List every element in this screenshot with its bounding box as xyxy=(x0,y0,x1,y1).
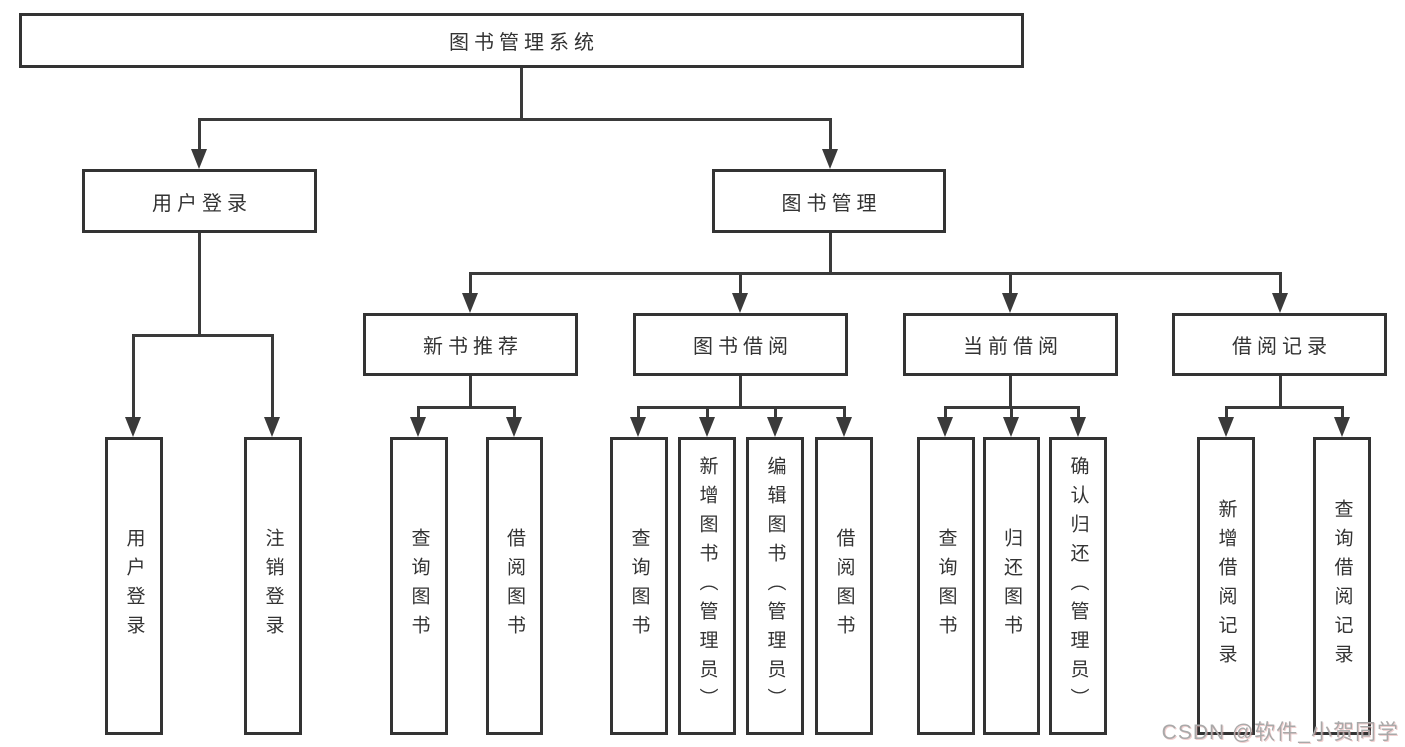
arrow-down-icon xyxy=(1334,417,1350,437)
arrow-down-icon xyxy=(1070,417,1086,437)
arrow-down-icon xyxy=(125,417,141,437)
node-label-leaf-query-borrow-record: 查询借阅记录 xyxy=(1331,499,1353,673)
arrow-stem-line xyxy=(270,335,274,419)
node-label-leaf-user-login: 用户登录 xyxy=(123,528,145,644)
node-label-current-borrowing: 当前借阅 xyxy=(963,336,1063,358)
arrow-down-icon xyxy=(699,417,715,437)
node-leaf-query-books-recommend: 查询图书 xyxy=(390,437,448,735)
arrow-down-icon xyxy=(937,417,953,437)
node-leaf-edit-books-admin: 编辑图书（管理员） xyxy=(746,437,804,735)
node-label-new-book-recommend: 新书推荐 xyxy=(423,336,523,358)
node-label-leaf-add-books-admin: 新增图书（管理员） xyxy=(696,455,718,717)
arrow-stem-line xyxy=(416,407,420,419)
arrow-stem-line xyxy=(1008,273,1012,295)
node-root: 图书管理系统 xyxy=(19,13,1024,68)
arrow-stem-line xyxy=(512,407,516,419)
node-label-book-borrowing: 图书借阅 xyxy=(693,336,793,358)
arrow-stem-line xyxy=(773,407,777,419)
connector-line xyxy=(468,271,1282,275)
node-label-leaf-return-books: 归还图书 xyxy=(1001,528,1022,644)
connector-line xyxy=(1008,376,1012,408)
arrow-down-icon xyxy=(630,417,646,437)
node-label-leaf-add-borrow-record: 新增借阅记录 xyxy=(1215,499,1237,673)
node-label-leaf-query-books-borrow: 查询图书 xyxy=(628,528,650,644)
node-new-book-recommend: 新书推荐 xyxy=(363,313,578,376)
arrow-down-icon xyxy=(191,149,207,169)
node-label-leaf-confirm-return-admin: 确认归还（管理员） xyxy=(1067,455,1089,717)
connector-line xyxy=(519,68,523,121)
csdn-watermark: CSDN @软件_小贺同学 xyxy=(1161,721,1399,744)
node-leaf-query-borrow-record: 查询借阅记录 xyxy=(1313,437,1371,735)
node-current-borrowing: 当前借阅 xyxy=(903,313,1118,376)
node-label-leaf-logout: 注销登录 xyxy=(262,528,284,644)
connector-line xyxy=(416,405,516,409)
arrow-stem-line xyxy=(1224,407,1228,419)
arrow-stem-line xyxy=(1076,407,1080,419)
node-leaf-query-books-borrow: 查询图书 xyxy=(610,437,668,735)
node-label-leaf-query-books-current: 查询图书 xyxy=(935,528,957,644)
node-user-login: 用户登录 xyxy=(82,169,317,233)
arrow-down-icon xyxy=(822,149,838,169)
node-leaf-borrow-books-recommend: 借阅图书 xyxy=(486,437,543,735)
arrow-down-icon xyxy=(264,417,280,437)
node-borrowing-records: 借阅记录 xyxy=(1172,313,1387,376)
arrow-down-icon xyxy=(1002,293,1018,313)
connector-line xyxy=(738,376,742,408)
connector-line xyxy=(828,233,832,275)
arrow-stem-line xyxy=(705,407,709,419)
arrow-stem-line xyxy=(131,335,135,419)
arrow-stem-line xyxy=(1340,407,1344,419)
arrow-down-icon xyxy=(836,417,852,437)
node-label-leaf-edit-books-admin: 编辑图书（管理员） xyxy=(764,455,786,717)
node-label-leaf-query-books-recommend: 查询图书 xyxy=(408,528,430,644)
arrow-down-icon xyxy=(410,417,426,437)
node-label-book-management: 图书管理 xyxy=(781,192,882,215)
node-leaf-borrow-books: 借阅图书 xyxy=(815,437,873,735)
connector-line xyxy=(197,233,201,337)
node-label-leaf-borrow-books: 借阅图书 xyxy=(833,528,855,644)
arrow-stem-line xyxy=(842,407,846,419)
arrow-stem-line xyxy=(828,119,832,151)
connector-line xyxy=(636,405,846,409)
node-label-leaf-borrow-books-recommend: 借阅图书 xyxy=(504,528,525,644)
arrow-stem-line xyxy=(1278,273,1282,295)
node-label-root: 图书管理系统 xyxy=(449,32,599,54)
arrow-down-icon xyxy=(506,417,522,437)
node-leaf-query-books-current: 查询图书 xyxy=(917,437,975,735)
arrow-stem-line xyxy=(636,407,640,419)
arrow-down-icon xyxy=(1272,293,1288,313)
node-leaf-add-books-admin: 新增图书（管理员） xyxy=(678,437,736,735)
node-label-borrowing-records: 借阅记录 xyxy=(1232,336,1332,358)
arrow-down-icon xyxy=(732,293,748,313)
arrow-stem-line xyxy=(197,119,201,151)
node-book-borrowing: 图书借阅 xyxy=(633,313,848,376)
connector-line xyxy=(131,333,274,337)
connector-line xyxy=(468,376,472,408)
arrow-down-icon xyxy=(767,417,783,437)
node-leaf-confirm-return-admin: 确认归还（管理员） xyxy=(1049,437,1107,735)
connector-line xyxy=(1224,405,1344,409)
arrow-stem-line xyxy=(1009,407,1013,419)
connector-line xyxy=(197,117,832,121)
node-book-management: 图书管理 xyxy=(712,169,946,233)
connector-line xyxy=(1278,376,1282,408)
arrow-stem-line xyxy=(943,407,947,419)
node-leaf-return-books: 归还图书 xyxy=(983,437,1040,735)
node-leaf-logout: 注销登录 xyxy=(244,437,302,735)
arrow-down-icon xyxy=(462,293,478,313)
arrow-stem-line xyxy=(738,273,742,295)
node-leaf-add-borrow-record: 新增借阅记录 xyxy=(1197,437,1255,735)
arrow-down-icon xyxy=(1003,417,1019,437)
arrow-stem-line xyxy=(468,273,472,295)
node-leaf-user-login: 用户登录 xyxy=(105,437,163,735)
node-label-user-login: 用户登录 xyxy=(152,192,252,215)
arrow-down-icon xyxy=(1218,417,1234,437)
